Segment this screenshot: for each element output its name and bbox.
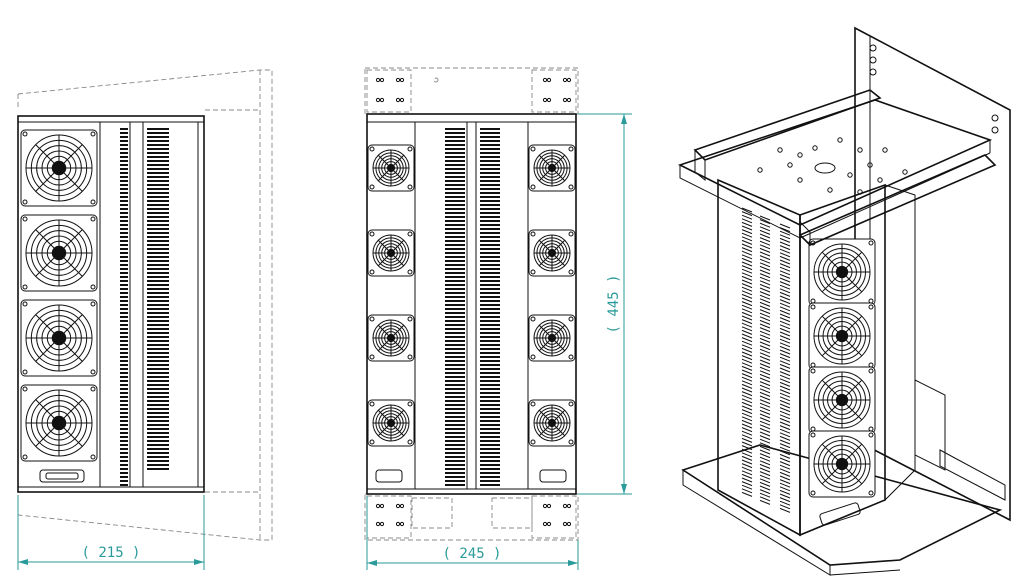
- fan: [528, 314, 576, 362]
- fan: [367, 314, 415, 362]
- front-view-hidden-brackets: [364, 67, 579, 541]
- front-view-width-dimension: ( 245 ): [366, 496, 579, 570]
- fan: [20, 384, 98, 462]
- side-view-vent-slots: [120, 128, 169, 486]
- fan: [367, 229, 415, 277]
- fan: [808, 430, 876, 498]
- iso-top-plate: [677, 99, 993, 226]
- fan: [367, 144, 415, 192]
- fan: [808, 238, 876, 306]
- iso-fans: [808, 238, 876, 498]
- front-view-fans: [367, 144, 576, 447]
- front-view-vent-slots: [445, 128, 500, 486]
- front-view-width-label: ( 245 ): [442, 546, 501, 562]
- side-view-body: [17, 115, 205, 493]
- front-view-body: [366, 113, 577, 495]
- iso-vent-slots: [741, 207, 791, 513]
- front-view-handle-left: [375, 469, 403, 483]
- fan: [528, 144, 576, 192]
- isometric-view: [677, 26, 1011, 576]
- fan: [20, 129, 98, 207]
- fan: [528, 399, 576, 447]
- fan: [20, 214, 98, 292]
- side-view-fans: [20, 129, 98, 462]
- front-view-height-dimension: ( 445 ): [578, 113, 632, 495]
- iso-top-rail-left: [693, 89, 882, 161]
- side-view: ( 215 ): [17, 69, 273, 570]
- front-view-bolt-marks: [375, 77, 572, 527]
- iso-top-rail-right: [798, 154, 997, 246]
- fan: [20, 299, 98, 377]
- front-view-height-label: ( 445 ): [606, 274, 622, 333]
- side-view-width-label: ( 215 ): [81, 545, 140, 561]
- iso-left-side: [717, 178, 801, 537]
- fan: [808, 302, 876, 370]
- fan: [808, 366, 876, 434]
- iso-top-holes: [757, 137, 908, 195]
- fan: [367, 399, 415, 447]
- fan: [528, 229, 576, 277]
- side-view-width-dimension: ( 215 ): [17, 495, 205, 570]
- front-view: ( 245 ) ( 445 ): [364, 67, 632, 570]
- iso-handle: [819, 502, 861, 526]
- side-view-handle: [39, 469, 85, 483]
- front-view-handle-right: [539, 469, 567, 483]
